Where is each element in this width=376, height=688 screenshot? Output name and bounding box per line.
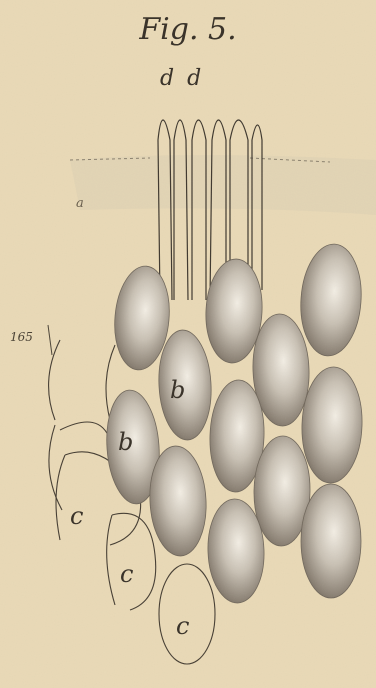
label-c-bottom: c (176, 612, 189, 640)
label-d: d d (160, 66, 204, 91)
label-a: a (76, 196, 84, 211)
label-b-lower: b (118, 428, 133, 456)
label-c-middle: c (120, 560, 133, 588)
label-c-left: c (70, 502, 83, 530)
label-b-upper: b (170, 376, 185, 404)
figure-title: Fig. 5. (0, 12, 376, 47)
label-scale: 165 (10, 330, 33, 344)
